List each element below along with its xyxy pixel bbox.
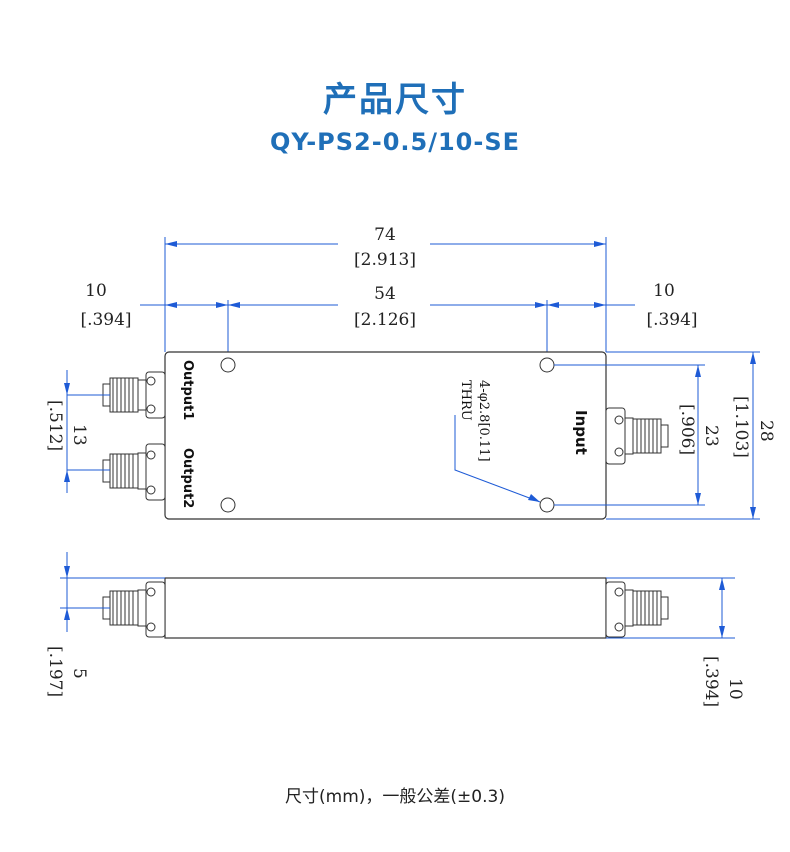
arrow [547,302,559,308]
mounting-hole [539,497,555,513]
dim-13-inch-label: [.512] [45,400,65,451]
arrow [750,352,756,364]
arrow [535,302,547,308]
mounting-hole [220,497,236,513]
hole-leader-line [454,415,541,503]
dim-left-10-label: 10 [85,281,107,301]
output2-connector [102,443,166,501]
dim-74-label: 74 [374,225,396,245]
tolerance-note: 尺寸(mm)，一般公差(±0.3) [285,787,505,807]
arrow [750,507,756,519]
dim-23-label: 23 [701,425,721,447]
mounting-hole [220,357,236,373]
dim-54-inch-label: [2.126] [354,310,416,330]
mounting-hole [539,357,555,373]
splitter-body-side-view [164,577,607,639]
arrow [165,241,177,247]
dim-10-thickness-inch-label: [.394] [701,656,721,707]
dim-right-10-label: 10 [653,281,675,301]
dim-5-label: 5 [69,668,89,679]
output1-connector [102,371,166,419]
arrow [719,578,725,590]
dim-28-inch-label: [1.103] [731,396,751,458]
dim-28-label: 28 [756,420,776,442]
dim-right-10-inch-label: [.394] [646,310,697,330]
splitter-body-top-view [164,351,607,520]
side-right-connector [605,581,669,638]
output1-label: Output1 [180,360,195,420]
thru-callout: THRU [458,380,473,421]
dim-54-label: 54 [374,284,396,304]
arrow [719,626,725,638]
output2-label: Output2 [180,448,195,508]
arrow [64,383,70,395]
arrow [528,494,540,502]
arrow [594,241,606,247]
dim-5-inch-label: [.197] [45,646,65,697]
hole-callout: 4-φ2.8[0.11] [476,380,491,462]
arrow [64,470,70,482]
dim-23-inch-label: [.906] [677,404,697,455]
arrow [594,302,606,308]
arrow [165,302,177,308]
input-label: Input [572,410,590,455]
arrow [695,365,701,377]
arrow [64,608,70,620]
arrow [228,302,240,308]
input-connector [605,407,669,465]
arrow [216,302,228,308]
dim-left-10-inch-label: [.394] [80,310,131,330]
side-left-connector [102,581,166,638]
page-title: 产品尺寸 [323,80,467,120]
arrow [695,493,701,505]
arrow [64,566,70,578]
dim-13-label: 13 [69,424,89,446]
dim-74-inch-label: [2.913] [354,250,416,270]
model-number: QY-PS2-0.5/10-SE [269,128,521,156]
dim-10-thickness-label: 10 [725,678,745,700]
